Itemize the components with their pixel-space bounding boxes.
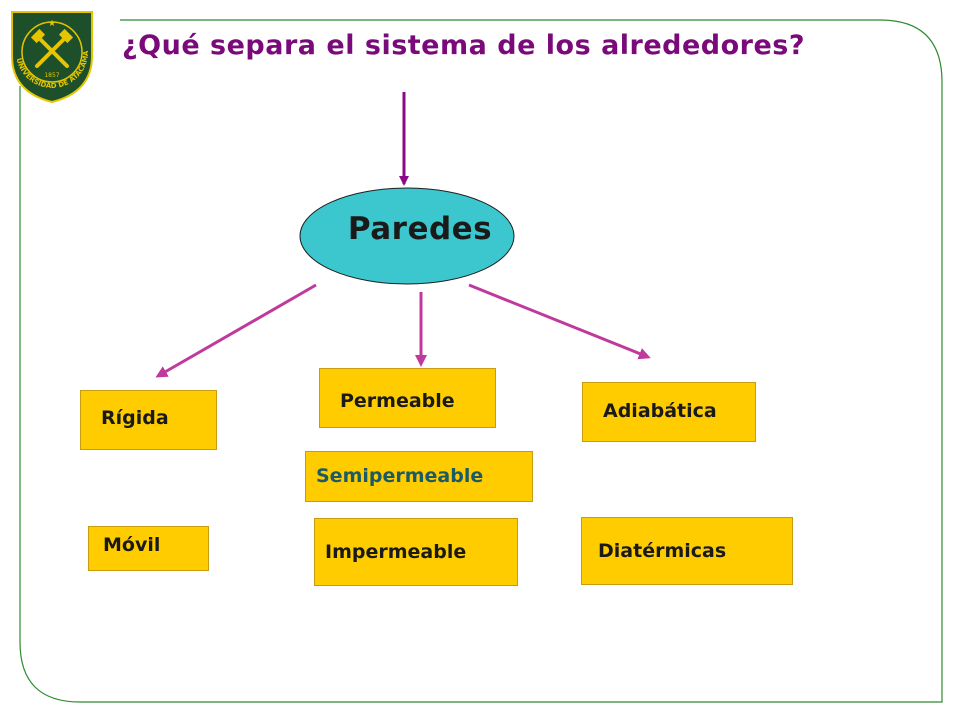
paredes-label: Paredes bbox=[347, 211, 493, 247]
box-permeable-label: Permeable bbox=[340, 390, 455, 412]
box-adiabatica-label: Adiabática bbox=[603, 400, 717, 422]
svg-text:1857: 1857 bbox=[44, 72, 59, 79]
box-semipermeable: Semipermeable bbox=[305, 451, 533, 502]
box-adiabatica: Adiabática bbox=[582, 382, 756, 442]
box-rigida-label: Rígida bbox=[101, 407, 169, 429]
slide-frame bbox=[19, 19, 943, 703]
box-movil: Móvil bbox=[88, 526, 209, 571]
university-seal-logo: UNIVERSIDAD DE ATACAMA 1857 ★ bbox=[11, 11, 93, 104]
arrow-to-rigida bbox=[155, 283, 317, 378]
box-diatermicas-label: Diatérmicas bbox=[598, 540, 727, 562]
arrow-to-adiabatica bbox=[468, 283, 651, 360]
crossed-hammers-icon bbox=[35, 36, 69, 68]
paredes-node bbox=[299, 187, 515, 285]
box-diatermicas: Diatérmicas bbox=[581, 517, 793, 585]
box-impermeable-label: Impermeable bbox=[325, 541, 467, 563]
box-permeable: Permeable bbox=[319, 368, 496, 428]
box-semipermeable-label: Semipermeable bbox=[316, 465, 484, 487]
box-rigida: Rígida bbox=[80, 390, 217, 450]
box-movil-label: Móvil bbox=[103, 534, 161, 556]
box-impermeable: Impermeable bbox=[314, 518, 518, 586]
slide-title: ¿Qué separa el sistema de los alrededore… bbox=[122, 30, 806, 61]
svg-text:★: ★ bbox=[48, 19, 56, 29]
